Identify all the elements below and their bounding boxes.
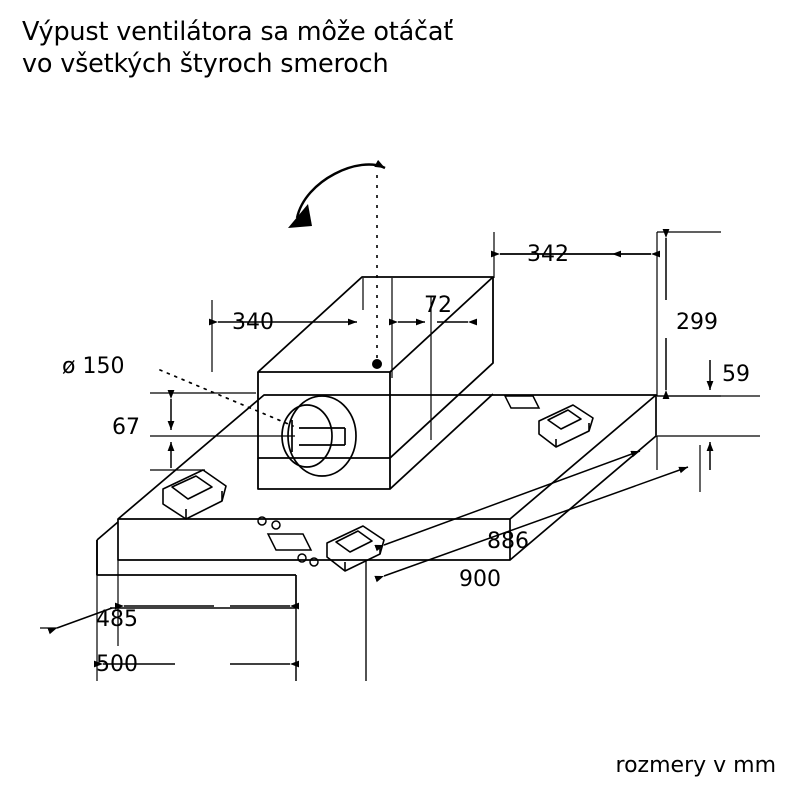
dimension-label-150: ø 150 — [62, 354, 124, 379]
dimension-label-340: 340 — [232, 310, 274, 335]
dimension-label-500: 500 — [96, 652, 138, 677]
dimension-340 — [209, 278, 364, 372]
dimension-67 — [150, 390, 295, 471]
dimension-label-72: 72 — [424, 293, 452, 318]
dimension-label-886: 886 — [487, 529, 529, 554]
dimension-label-485: 485 — [96, 607, 138, 632]
dimension-59 — [657, 360, 760, 470]
halogen-lamp-centre — [326, 525, 385, 572]
axis-centre-dot — [372, 359, 382, 369]
units-note: rozmery v mm — [615, 753, 776, 778]
hood-outer-flange — [110, 607, 296, 609]
extension-lines — [40, 560, 367, 681]
dimension-label-342: 342 — [527, 242, 569, 267]
dimension-label-59: 59 — [722, 362, 750, 387]
halogen-lamp-right — [538, 404, 594, 448]
page-title: Výpust ventilátora sa môže otáčať vo vše… — [22, 17, 454, 79]
dimension-900 — [374, 445, 701, 583]
dimension-label-299: 299 — [676, 310, 718, 335]
rotation-arrow-head-left — [288, 204, 312, 228]
dimension-label-67: 67 — [112, 415, 140, 440]
dimension-500 — [94, 575, 299, 681]
dimension-72 — [389, 278, 477, 440]
dimension-342 — [491, 232, 660, 396]
halogen-lamp-left — [162, 469, 227, 520]
dimension-diameter-150 — [159, 369, 294, 427]
rotation-arrow — [295, 159, 386, 219]
dimension-label-900: 900 — [459, 567, 501, 592]
control-panel-details — [257, 395, 541, 567]
hood-body-outline — [96, 394, 657, 608]
dimension-485 — [47, 560, 299, 681]
